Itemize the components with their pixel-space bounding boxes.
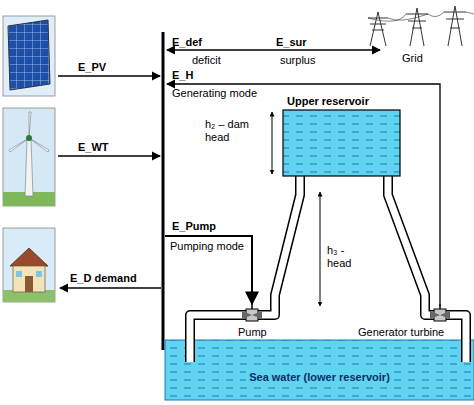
energy-label: E_D demand [70, 272, 137, 285]
dimension-label: h₃ - head [327, 244, 361, 270]
energy-label: E_WT [78, 141, 109, 154]
node-text: Pump [238, 326, 267, 339]
energy-label: E_Pump [172, 220, 216, 233]
pipes [190, 176, 466, 362]
power-bus [162, 32, 165, 350]
energy-label: E_PV [78, 61, 106, 74]
turbine-node: Generator turbine [358, 326, 444, 339]
wt-arrow [58, 155, 160, 156]
node-text: Sea water (lower reservoir) [246, 371, 393, 384]
reservoir-node: Upper reservoir [283, 110, 400, 176]
node-text: Upper reservoir [287, 95, 369, 108]
mode-label: deficit [192, 54, 221, 67]
upper-reservoir [283, 110, 400, 176]
node-text: Grid [402, 52, 423, 65]
grid-pylons [368, 6, 474, 46]
pump-node: Pump [238, 326, 267, 339]
solar-panel [3, 16, 55, 96]
dam-head-dimension [272, 112, 273, 174]
mode-label: surplus [280, 54, 315, 67]
pumping-line [165, 236, 252, 304]
grid-exchange-arrow [167, 49, 380, 50]
turbine-valve [430, 304, 450, 321]
house [3, 228, 55, 302]
mode-label: Generating mode [172, 87, 257, 100]
pump-valve [242, 303, 262, 321]
grid-node: Grid [402, 52, 423, 65]
energy-label: E_H [172, 69, 193, 82]
node-text: Generator turbine [358, 326, 444, 339]
head-dimension [320, 192, 321, 306]
wind-turbine [3, 108, 55, 206]
pv-arrow [58, 75, 160, 76]
energy-label: E_def [172, 36, 202, 49]
sea-water [165, 340, 474, 400]
dimension-label: h₂ – dam head [205, 118, 267, 144]
sea-node: Sea water (lower reservoir) [165, 340, 474, 400]
energy-label: E_sur [276, 36, 307, 49]
mode-label: Pumping mode [170, 240, 244, 253]
demand-arrow [60, 287, 161, 288]
